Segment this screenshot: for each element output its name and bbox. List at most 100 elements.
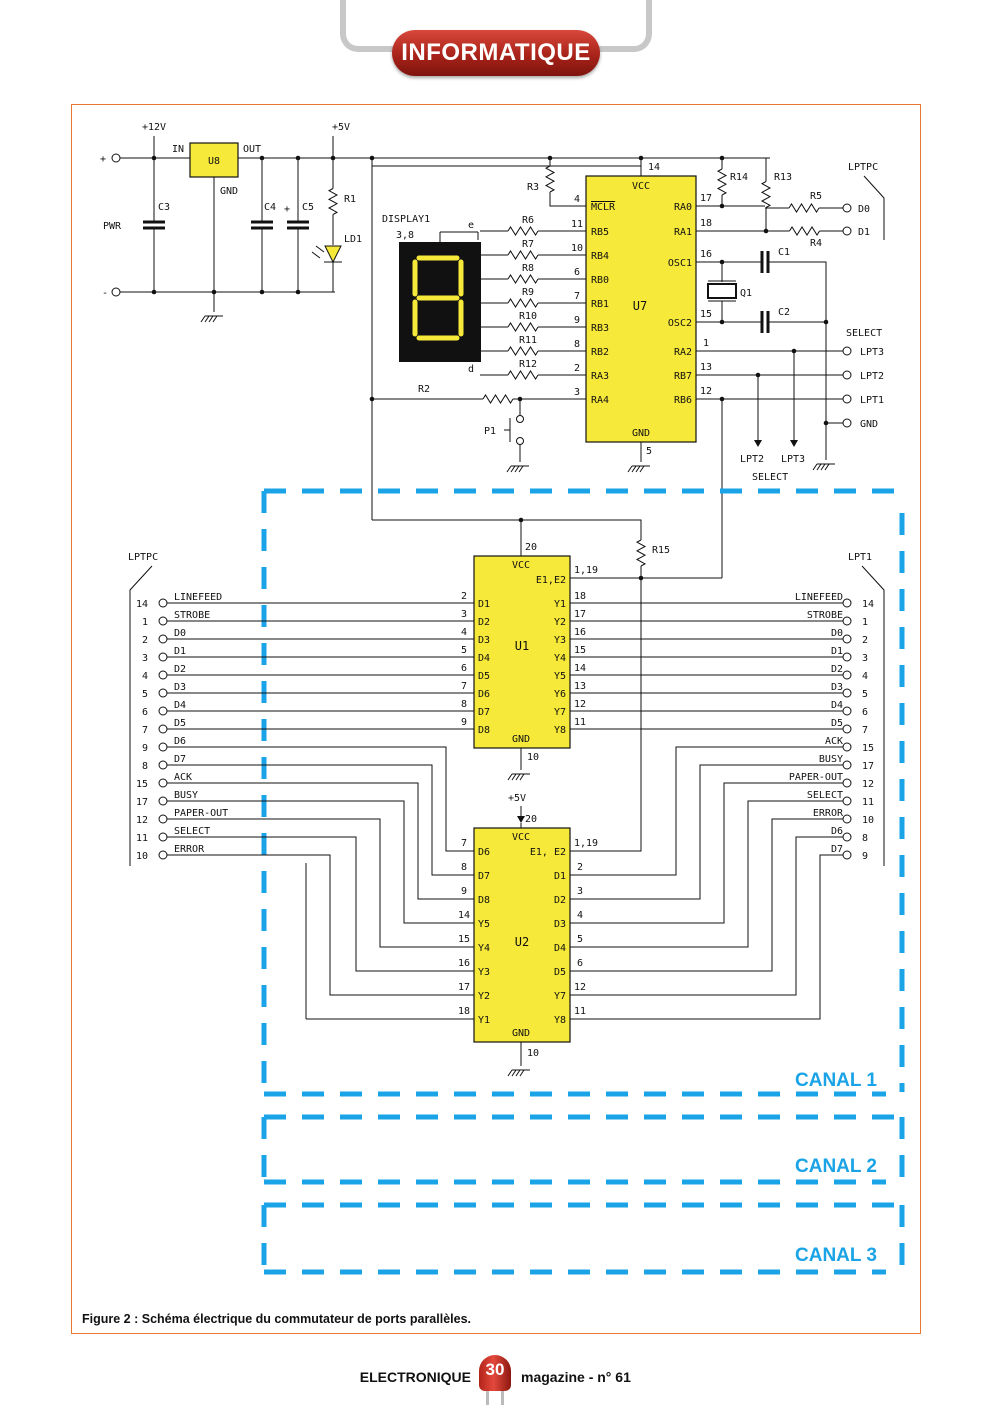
channel-label: CANAL 3 — [795, 1245, 877, 1266]
u2-pin-label: D5 — [554, 967, 566, 978]
p1-label: P1 — [484, 426, 496, 437]
lpt1-pin-number: 3 — [862, 653, 868, 664]
u2-pin-label: Y4 — [478, 943, 490, 954]
segment-label: a — [468, 292, 474, 303]
r14-label: R14 — [730, 172, 748, 183]
lptpc-pin-number: 8 — [142, 761, 148, 772]
u2-pin-label: Y2 — [478, 991, 490, 1002]
u7-pin-label: RB3 — [591, 323, 609, 334]
lptpc-pin-number: 10 — [136, 851, 148, 862]
terminal-icon — [842, 226, 852, 236]
u1-pin-label: Y7 — [554, 707, 566, 718]
wire — [167, 854, 454, 996]
u7-pin-number: 1 — [703, 338, 709, 349]
lptpc-pin-number: 7 — [142, 725, 148, 736]
lptpc-pin-number: 9 — [142, 743, 148, 754]
junction-dot — [369, 396, 375, 402]
u7-pin-label: RB2 — [591, 347, 609, 358]
terminal-icon — [111, 153, 121, 163]
terminal-icon — [842, 616, 852, 626]
crystal-q1-icon — [707, 283, 737, 299]
lptpc-pin-name: SELECT — [174, 826, 210, 837]
page-footer: ELECTRONIQUE 30 magazine - n° 61 — [0, 1355, 993, 1405]
ground-icon — [816, 463, 822, 471]
lpt1-pin-number: 14 — [862, 599, 874, 610]
u1-gnd-label: GND — [512, 734, 530, 745]
footer-magazine: ELECTRONIQUE — [359, 1369, 471, 1385]
u7-pin-number: 4 — [574, 194, 580, 205]
ground-icon — [507, 773, 513, 781]
u1-pin-label: D5 — [478, 671, 490, 682]
resistor-label: R7 — [522, 239, 534, 250]
resistor-label: R8 — [522, 263, 534, 274]
terminal-icon — [842, 850, 852, 860]
u1-pin-number: 12 — [574, 699, 586, 710]
junction-dot — [211, 289, 217, 295]
u7-label: U7 — [633, 299, 647, 313]
connector-bracket — [861, 565, 885, 866]
gnd-label: GND — [220, 186, 238, 197]
lpt1-pin-number: 7 — [862, 725, 868, 736]
lptpc-pin-number: 1 — [142, 617, 148, 628]
page-number: 30 — [485, 1360, 505, 1379]
lptpc-pin-name: D5 — [174, 718, 186, 729]
lptpc-pin-number: 12 — [136, 815, 148, 826]
in-label: IN — [172, 144, 184, 155]
led-light-icon — [311, 251, 321, 259]
resistor-r13-icon — [760, 181, 772, 208]
ground-icon — [200, 315, 206, 323]
junction-dot — [823, 319, 829, 325]
u7-pin-number: 8 — [574, 339, 580, 350]
u2-pin-label: Y5 — [478, 919, 490, 930]
display-label: DISPLAY1 — [382, 214, 430, 225]
terminal-icon — [111, 287, 121, 297]
u1-pin-number: 8 — [461, 699, 467, 710]
ground-icon — [518, 465, 524, 473]
u1-pin-label: Y2 — [554, 617, 566, 628]
resistor-icon — [507, 250, 539, 260]
ground-icon — [824, 463, 830, 471]
wire — [590, 800, 843, 948]
u2-pin-label: Y3 — [478, 967, 490, 978]
minus-label: - — [102, 288, 108, 299]
lptpc-top-label: LPTPC — [848, 162, 878, 173]
lpt1-pin-name: D5 — [831, 718, 843, 729]
terminal-icon — [158, 652, 168, 662]
u1-pin-number: 9 — [461, 717, 467, 728]
lpt1-pin-name: D2 — [831, 664, 843, 675]
c5-plus-label: + — [284, 204, 290, 215]
u1-pin-label: D8 — [478, 725, 490, 736]
resistor-icon — [507, 370, 539, 380]
lpt1-pin-name: D6 — [831, 826, 843, 837]
display-pins: 3,8 — [396, 230, 414, 241]
u1-pin-number: 17 — [574, 609, 586, 620]
ground-icon — [639, 465, 645, 473]
wire — [167, 764, 454, 876]
u7-pin-number: 13 — [700, 362, 712, 373]
c4-label: C4 — [264, 202, 276, 213]
c3-label: C3 — [158, 202, 170, 213]
lpt1-pin-number: 5 — [862, 689, 868, 700]
terminal-icon — [158, 742, 168, 752]
lptpc-pin-number: 4 — [142, 671, 148, 682]
u1-pin-number: 11 — [574, 717, 586, 728]
segment-label: f — [468, 316, 474, 327]
buffer-u2 — [473, 827, 571, 1043]
segment-label: g — [468, 340, 474, 351]
lpt1-pin-name: BUSY — [819, 754, 843, 765]
lpt1-pin-name: D3 — [831, 682, 843, 693]
u7-pin-label: RB0 — [591, 275, 609, 286]
resistor-r15-icon — [635, 539, 647, 567]
u7-pin-label: RA0 — [674, 202, 692, 213]
u1-pin-label: Y3 — [554, 635, 566, 646]
segment-label: d — [468, 364, 474, 375]
lpt1-pin-name: D1 — [831, 646, 843, 657]
wire — [590, 764, 843, 900]
terminal-icon — [842, 203, 852, 213]
lptpc-pin-number: 11 — [136, 833, 148, 844]
resistor-label: R11 — [519, 335, 537, 346]
u2-pin-label: D7 — [478, 871, 490, 882]
u2-pin-number: 9 — [461, 886, 467, 897]
wire — [167, 836, 454, 972]
u1-pin-number: 6 — [461, 663, 467, 674]
